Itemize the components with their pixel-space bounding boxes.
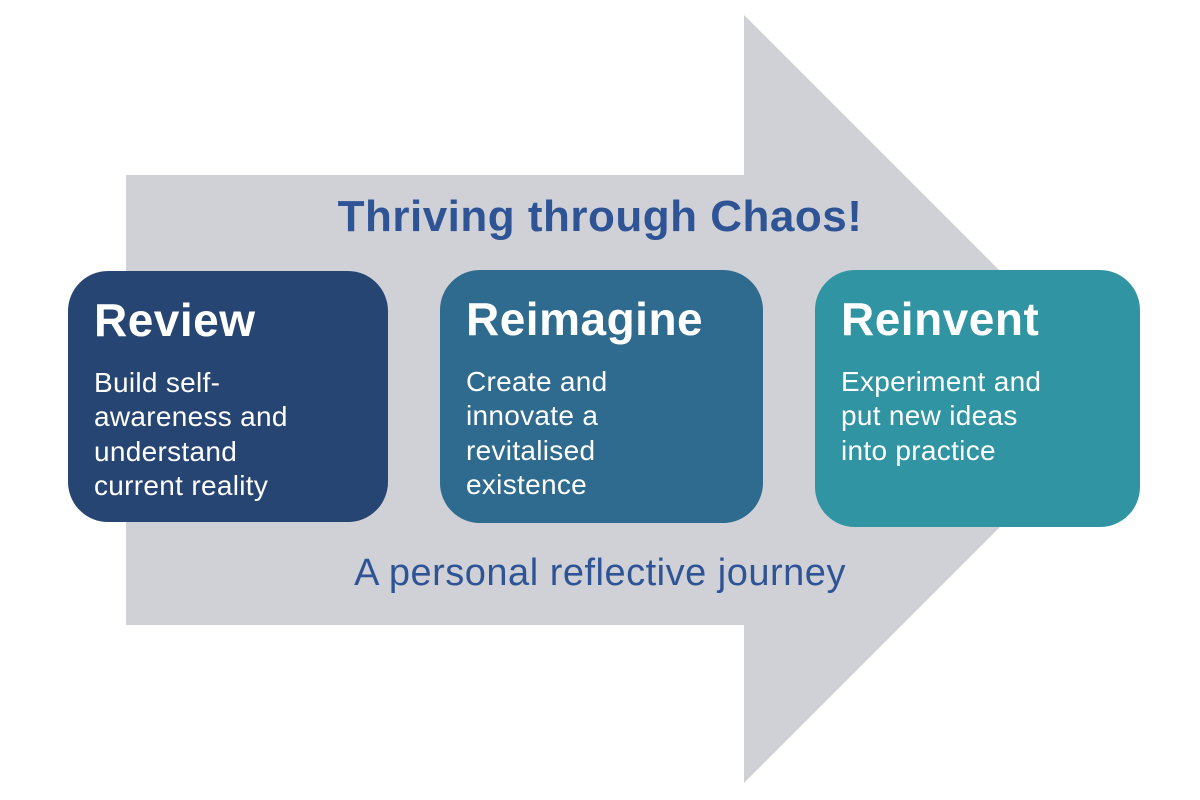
stage-heading-review: Review <box>94 294 256 346</box>
stage-heading-reimagine: Reimagine <box>466 293 704 345</box>
diagram-title: Thriving through Chaos! <box>337 192 863 241</box>
stage-description-reimagine: Create and innovate a revitalised existe… <box>466 366 608 500</box>
diagram-subtitle: A personal reflective journey <box>354 552 846 594</box>
stage-description-review: Build self- awareness and understand cur… <box>94 367 288 501</box>
stage-description-reinvent: Experiment and put new ideas into practi… <box>841 366 1042 466</box>
stage-card-reimagine: Reimagine Create and innovate a revitali… <box>440 270 763 523</box>
stage-card-reinvent: Reinvent Experiment and put new ideas in… <box>815 270 1140 527</box>
stage-heading-reinvent: Reinvent <box>841 293 1040 345</box>
stage-card-review: Review Build self- awareness and underst… <box>68 271 388 522</box>
